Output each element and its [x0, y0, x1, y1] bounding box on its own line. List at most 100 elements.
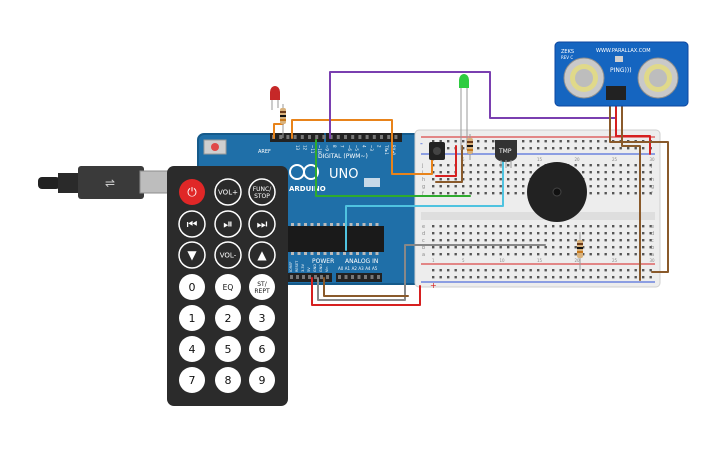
breadboard-hole[interactable] [454, 225, 457, 228]
breadboard-hole[interactable] [484, 225, 487, 228]
breadboard-hole[interactable] [567, 140, 570, 143]
breadboard-hole[interactable] [634, 171, 637, 174]
remote-button-1[interactable]: 1 [179, 305, 205, 331]
breadboard-hole[interactable] [634, 164, 637, 167]
breadboard-hole[interactable] [567, 276, 570, 279]
breadboard-hole[interactable] [507, 185, 510, 188]
remote-button-face[interactable] [179, 274, 205, 300]
breadboard-hole[interactable] [537, 225, 540, 228]
breadboard-hole[interactable] [454, 140, 457, 143]
header-pin[interactable] [364, 275, 367, 279]
breadboard-hole[interactable] [447, 164, 450, 167]
header-pin[interactable] [279, 135, 283, 139]
breadboard-hole[interactable] [469, 276, 472, 279]
header-pin[interactable] [372, 135, 376, 139]
breadboard-hole[interactable] [462, 178, 465, 181]
breadboard-hole[interactable] [529, 147, 532, 150]
breadboard-hole[interactable] [537, 147, 540, 150]
breadboard-hole[interactable] [619, 225, 622, 228]
breadboard-hole[interactable] [642, 185, 645, 188]
breadboard-hole[interactable] [439, 185, 442, 188]
remote-button-up[interactable]: ▲ [248, 241, 276, 269]
breadboard-hole[interactable] [627, 253, 630, 256]
breadboard-hole[interactable] [537, 246, 540, 249]
breadboard-hole[interactable] [597, 232, 600, 235]
breadboard-hole[interactable] [619, 147, 622, 150]
breadboard-hole[interactable] [544, 232, 547, 235]
breadboard-hole[interactable] [462, 232, 465, 235]
breadboard-hole[interactable] [574, 147, 577, 150]
breadboard-hole[interactable] [484, 164, 487, 167]
breadboard-hole[interactable] [462, 225, 465, 228]
breadboard-hole[interactable] [454, 239, 457, 242]
breadboard-hole[interactable] [649, 276, 652, 279]
breadboard-hole[interactable] [589, 140, 592, 143]
breadboard-hole[interactable] [552, 239, 555, 242]
remote-button-face[interactable] [179, 336, 205, 362]
breadboard-hole[interactable] [589, 276, 592, 279]
remote-button-prev[interactable]: ⏮ [178, 210, 206, 238]
wire-brown-gnd[interactable] [323, 277, 409, 297]
remote-button-face[interactable] [248, 178, 276, 206]
breadboard-hole[interactable] [462, 147, 465, 150]
breadboard-hole[interactable] [567, 253, 570, 256]
remote-button-face[interactable] [215, 305, 241, 331]
remote-button-3[interactable]: 3 [249, 305, 275, 331]
red-led[interactable] [270, 86, 280, 110]
breadboard-hole[interactable] [574, 246, 577, 249]
header-pin[interactable] [308, 275, 311, 279]
breadboard-hole[interactable] [492, 140, 495, 143]
breadboard-hole[interactable] [462, 239, 465, 242]
breadboard-hole[interactable] [604, 192, 607, 195]
breadboard-hole[interactable] [469, 269, 472, 272]
breadboard-hole[interactable] [649, 164, 652, 167]
breadboard-hole[interactable] [447, 140, 450, 143]
breadboard-hole[interactable] [432, 140, 435, 143]
breadboard-hole[interactable] [604, 253, 607, 256]
breadboard-hole[interactable] [612, 246, 615, 249]
breadboard-hole[interactable] [582, 239, 585, 242]
resistor-green-led[interactable] [467, 134, 473, 160]
remote-button-face[interactable] [248, 210, 276, 238]
remote-button-face[interactable] [248, 241, 276, 269]
breadboard-hole[interactable] [649, 253, 652, 256]
breadboard-hole[interactable] [522, 192, 525, 195]
breadboard-hole[interactable] [469, 246, 472, 249]
wire-brown-receiver[interactable] [435, 145, 463, 183]
breadboard-hole[interactable] [514, 269, 517, 272]
breadboard-hole[interactable] [499, 253, 502, 256]
red-led-body[interactable] [270, 86, 280, 100]
breadboard-hole[interactable] [597, 276, 600, 279]
breadboard-hole[interactable] [567, 225, 570, 228]
breadboard-hole[interactable] [597, 239, 600, 242]
breadboard-hole[interactable] [642, 269, 645, 272]
breadboard-hole[interactable] [537, 232, 540, 235]
breadboard-hole[interactable] [582, 225, 585, 228]
breadboard-hole[interactable] [559, 225, 562, 228]
breadboard-hole[interactable] [477, 185, 480, 188]
breadboard-hole[interactable] [574, 140, 577, 143]
breadboard-hole[interactable] [529, 246, 532, 249]
remote-button-0[interactable]: 0 [179, 274, 205, 300]
breadboard-hole[interactable] [454, 253, 457, 256]
breadboard-hole[interactable] [439, 225, 442, 228]
breadboard-hole[interactable] [544, 253, 547, 256]
breadboard-hole[interactable] [477, 192, 480, 195]
breadboard-hole[interactable] [604, 164, 607, 167]
breadboard-hole[interactable] [559, 140, 562, 143]
wire-orange[interactable] [291, 119, 433, 175]
header-pin[interactable] [357, 275, 361, 279]
remote-button-strept[interactable]: ST/REPT [249, 274, 275, 300]
remote-button-face[interactable] [249, 336, 275, 362]
breadboard-hole[interactable] [552, 269, 555, 272]
breadboard-hole[interactable] [454, 185, 457, 188]
remote-button-face[interactable] [179, 305, 205, 331]
breadboard-hole[interactable] [649, 185, 652, 188]
breadboard-hole[interactable] [634, 276, 637, 279]
breadboard-hole[interactable] [529, 225, 532, 228]
breadboard-hole[interactable] [439, 140, 442, 143]
breadboard-hole[interactable] [552, 140, 555, 143]
breadboard-hole[interactable] [477, 253, 480, 256]
breadboard-hole[interactable] [537, 253, 540, 256]
breadboard-hole[interactable] [432, 164, 435, 167]
